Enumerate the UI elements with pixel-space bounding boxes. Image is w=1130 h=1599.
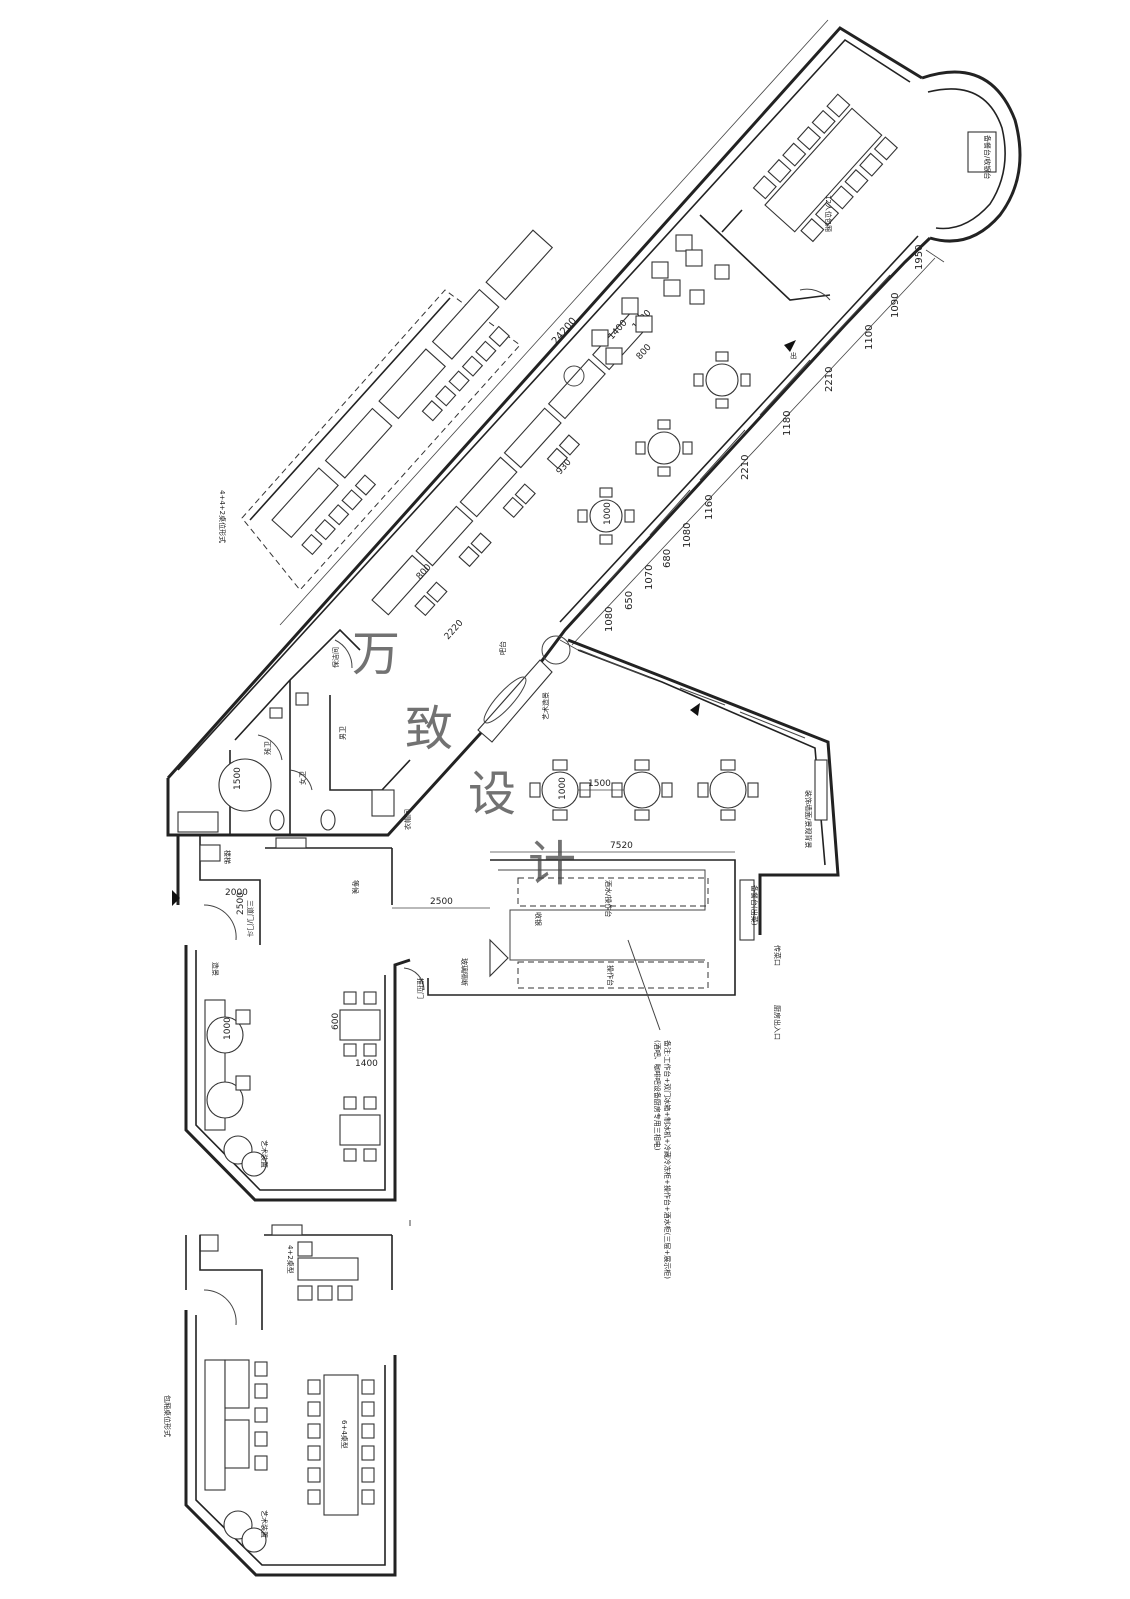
table-depth-dim: 600 xyxy=(331,1013,341,1030)
dim-overall: 24200 xyxy=(550,316,579,347)
corridor-dim: 2500 xyxy=(430,897,453,907)
lower-room-walls: 2500 2000 2500 等候 三道门/门斗 楼梯 推拉门 造景 xyxy=(172,835,490,1202)
entry-dim-a: 2000 xyxy=(225,888,248,898)
corridor-desk-label: 传菜口 xyxy=(773,945,782,966)
dim-seg-1180: 1180 xyxy=(782,411,793,436)
watermark: 万 致 设 计 xyxy=(352,626,576,892)
glass-partition-label: 玻璃隔断 xyxy=(460,958,469,986)
vip-room: 12人位包厢 备餐台/收银台 xyxy=(752,93,997,243)
entry-dim-b: 2500 xyxy=(236,892,246,915)
small-booth-label: 4+2桌型 xyxy=(286,1245,295,1274)
accessible-wc-label: 残卫 xyxy=(263,741,272,755)
dim-seg-680: 680 xyxy=(662,549,673,568)
bar-note: 备注:工作台+双门冰箱+制冰机+冷藏冷冻柜+操作台+酒水柜(三层+展示柜) xyxy=(663,1040,672,1279)
bar-counter-label: 吧台 xyxy=(498,641,507,655)
dim-seg-650: 650 xyxy=(624,591,635,610)
alt-layout-top-label: 4+4+2桌位形式 xyxy=(218,490,227,543)
dim-seg-2210b: 2210 xyxy=(740,455,751,480)
window-segments xyxy=(579,274,891,613)
dim-seg-1080a: 1080 xyxy=(682,523,693,548)
sliding-door-label: 推拉门 xyxy=(416,978,425,999)
round-tables-second-hall: 1500 1000 xyxy=(529,759,759,821)
kitchen-entry-label: 厨房出入口 xyxy=(773,1005,782,1040)
dim-seg-2210a: 2210 xyxy=(824,367,835,392)
cleaning-label: 保洁间 xyxy=(331,647,340,668)
vip-room-label: 12人位包厢 xyxy=(824,195,833,232)
dim-seg-1100: 1100 xyxy=(864,325,875,350)
booth-table-label: 6+4桌型 xyxy=(340,1420,349,1449)
overall-length-dimension: 24200 xyxy=(279,19,829,626)
watermark-char-3: 设 xyxy=(468,766,516,822)
work-station-label: 操作台 xyxy=(606,965,615,986)
second-hall-walls: 装饰墙面/景观背景 xyxy=(567,638,840,935)
alt-art-planter-label: 艺术装置 xyxy=(260,1510,269,1538)
bar-note-2: (酒吧、咖啡吧设备厨房专用三相电) xyxy=(653,1040,662,1151)
womens-wc-label: 女卫 xyxy=(298,771,307,785)
decor-wall-label: 装饰墙面/景观背景 xyxy=(804,790,813,848)
dim-seg-1160: 1160 xyxy=(704,495,715,520)
dim-seg-1090: 1090 xyxy=(890,293,901,318)
alt-layout-bottom: 4+2桌型 6+4桌型 艺术装置 包厢桌位形式 xyxy=(163,1220,411,1577)
dim-seg-1950: 1950 xyxy=(914,245,925,270)
coat-check-label: 衣帽间 xyxy=(403,809,412,830)
bar-back-label: 酒水/操作台 xyxy=(604,880,613,917)
mens-wc-label: 男卫 xyxy=(339,726,347,740)
right-dimension-chain: 1950 1090 1100 2210 1180 2210 1160 1080 … xyxy=(559,245,945,651)
art-wall-label: 艺术造景 xyxy=(541,692,550,720)
restroom-width: 1500 xyxy=(233,767,243,790)
door-entry-label: 三道门/门斗 xyxy=(246,900,255,937)
bar-kitchen-zone: 7520 酒水/操作台 操作台 收银 玻璃隔断 备餐台(出菜) 传菜口 厨房出入… xyxy=(427,841,782,1279)
exit-label-top: 出 xyxy=(790,351,797,360)
bar-length-dim: 7520 xyxy=(610,841,633,851)
alt-layout-top: 4+4+2桌位形式 xyxy=(218,229,554,591)
dim-bench-length: 2220 xyxy=(443,618,466,642)
table-spacing-dim: 1500 xyxy=(588,779,611,789)
table-width-dim: 1400 xyxy=(355,1059,378,1069)
round-table-size: 1000 xyxy=(603,502,613,525)
watermark-char-2: 致 xyxy=(405,701,453,757)
side-station-label: 备餐台(出菜) xyxy=(750,885,759,926)
two-top-tables xyxy=(591,234,730,365)
watermark-char-4: 计 xyxy=(528,836,576,892)
booth-seating: 2220 1700 1400 800 930 800 xyxy=(371,308,654,642)
planter-label: 造景 xyxy=(211,962,220,976)
lower-round-size: 1000 xyxy=(223,1017,233,1040)
watermark-char-1: 万 xyxy=(352,626,400,682)
bar-counter: 吧台 艺术造景 xyxy=(477,365,585,743)
dim-seg-1070: 1070 xyxy=(644,565,655,590)
round-table-second: 1000 xyxy=(558,777,568,800)
lower-room-furniture: 1000 艺术装置 600 1400 xyxy=(204,991,381,1177)
art-planter-label: 艺术装置 xyxy=(260,1140,269,1168)
dim-booth-small-2: 800 xyxy=(635,342,654,362)
service-station-label: 备餐台/收银台 xyxy=(983,135,992,179)
cashier-label: 收银 xyxy=(534,912,543,926)
dim-seg-1080b: 1080 xyxy=(604,607,615,632)
alt-layout-bottom-label: 包厢桌位形式 xyxy=(163,1395,172,1437)
stair-label: 楼梯 xyxy=(223,850,232,864)
round-tables-hall: 1000 出 xyxy=(577,340,797,545)
waiting-label: 等候 xyxy=(351,880,360,894)
restroom-area: 1500 女卫 男卫 残卫 保洁间 衣帽间 xyxy=(218,647,412,831)
